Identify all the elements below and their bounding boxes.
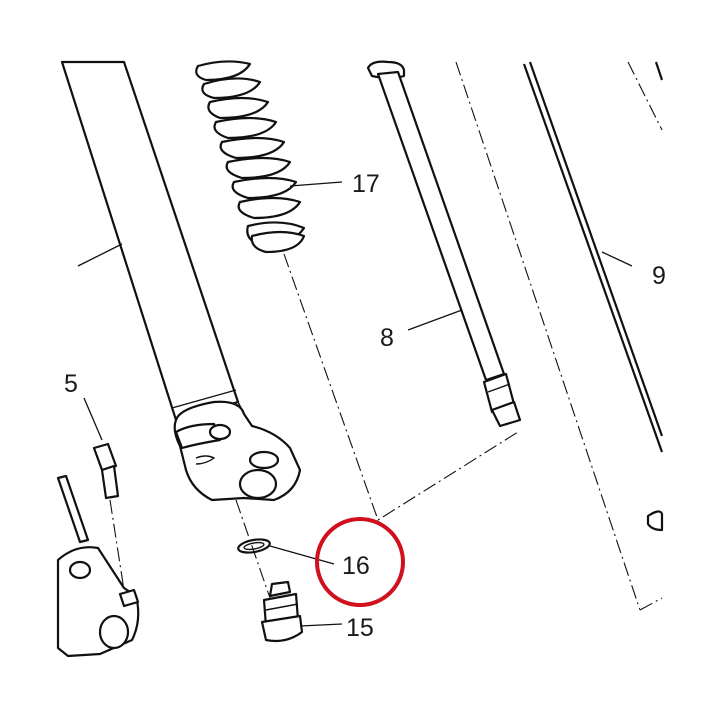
part-8-damper-rod (366, 60, 522, 428)
callout-label-8: 8 (380, 324, 394, 352)
part-17-spring (195, 60, 306, 254)
fork-outer-tube (60, 60, 302, 502)
callout-label-9: 9 (652, 262, 666, 290)
part-5-bolt-and-lower-leg (56, 442, 140, 658)
part-16-o-ring (237, 538, 271, 554)
callout-label-16: 16 (342, 552, 370, 580)
callout-label-15: 15 (346, 614, 374, 642)
part-9-inner-rod (455, 61, 664, 611)
leader-lines (77, 181, 633, 627)
callout-label-17: 17 (352, 170, 380, 198)
highlight-circle (315, 517, 405, 607)
assembly-centerlines (235, 253, 519, 599)
part-15-foot-nut (260, 580, 304, 643)
callout-label-5: 5 (64, 370, 78, 398)
